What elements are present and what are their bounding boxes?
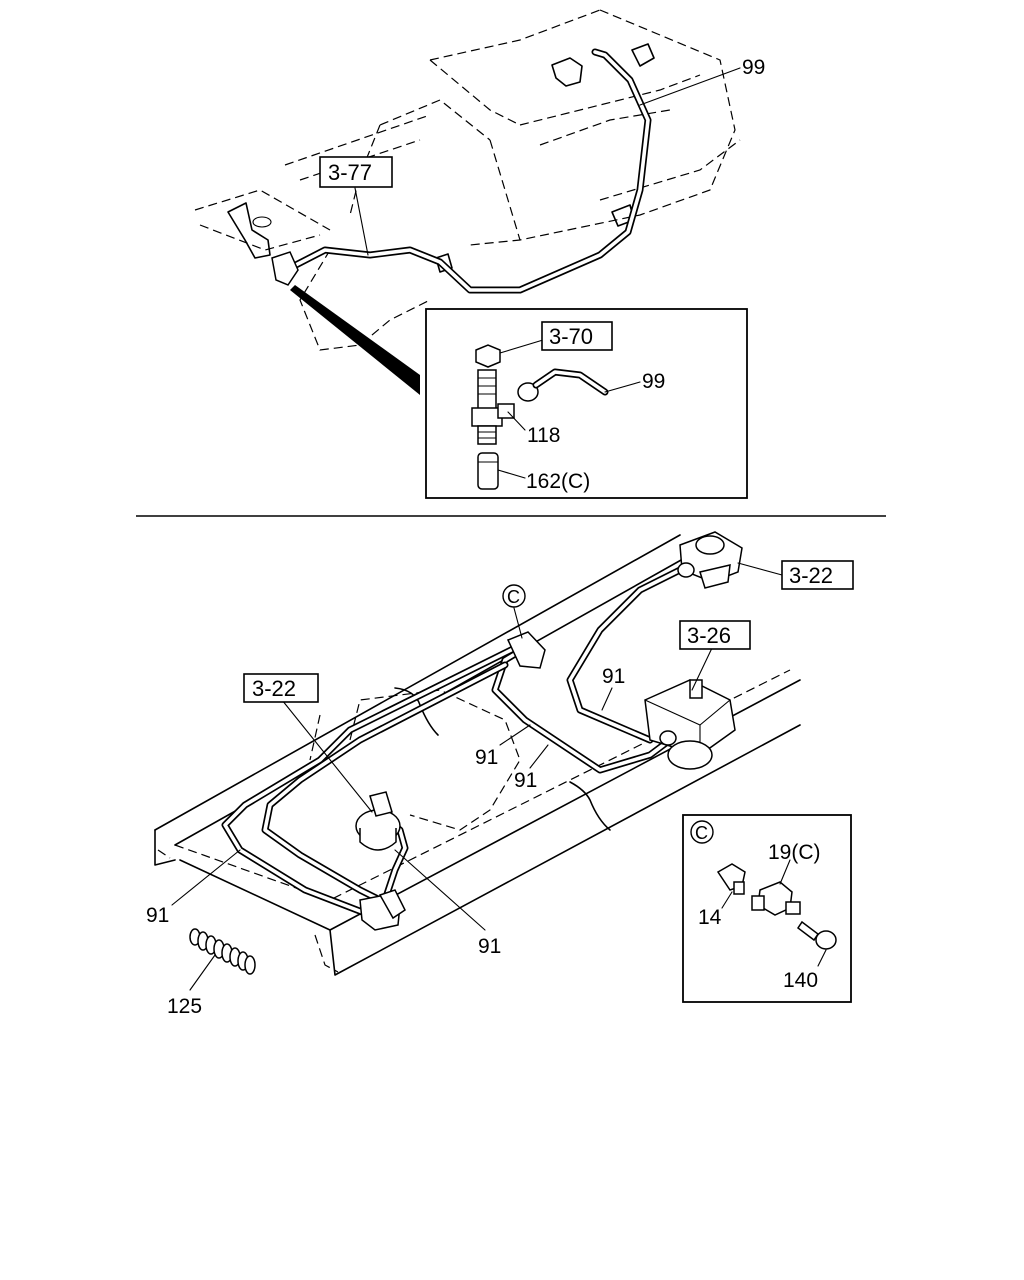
label-19c: 19(C) (768, 841, 821, 864)
label-91-b: 91 (475, 746, 498, 769)
label-91-e: 91 (478, 935, 501, 958)
label-162c: 162(C) (526, 470, 590, 493)
label-140: 140 (783, 969, 818, 992)
ref-3-22-right: 3-22 (789, 563, 833, 588)
inset-marker-c: C (695, 823, 708, 843)
label-91-c: 91 (514, 769, 537, 792)
ref-3-26: 3-26 (687, 623, 731, 648)
marker-c: C (507, 587, 520, 607)
bottom-assembly (154, 531, 801, 976)
top-assembly (194, 9, 741, 395)
ref-3-70: 3-70 (549, 324, 593, 349)
label-99-top: 99 (742, 56, 765, 79)
label-118: 118 (527, 424, 560, 447)
label-91-d: 91 (146, 904, 169, 927)
label-125: 125 (167, 995, 202, 1018)
label-91-a: 91 (602, 665, 625, 688)
label-99-detail: 99 (642, 370, 665, 393)
spring-125 (189, 928, 256, 975)
label-14: 14 (698, 906, 722, 929)
ref-3-77: 3-77 (328, 160, 372, 185)
ref-3-22-left: 3-22 (252, 676, 296, 701)
detail-box-c (682, 814, 852, 1003)
